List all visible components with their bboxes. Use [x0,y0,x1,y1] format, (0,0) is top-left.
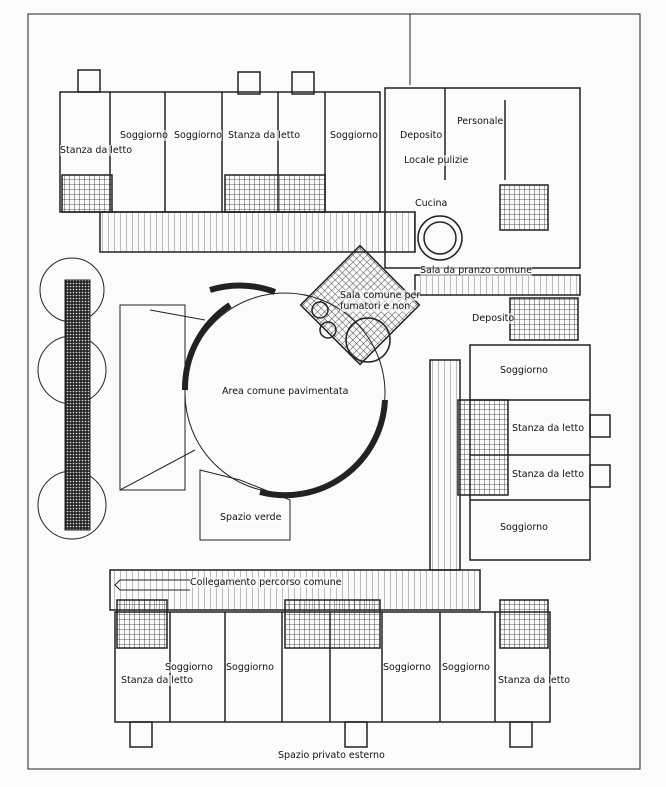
label-living-room: Soggiorno [226,662,274,673]
label-living-room: Soggiorno [383,662,431,673]
label-bedroom: Stanza da letto [512,423,585,434]
label-living-room: Soggiorno [500,522,548,533]
label-living-room: Soggiorno [500,365,548,376]
label-kitchen: Cucina [415,198,448,209]
label-cleaning-room: Locale pulizie [404,155,469,166]
label-living-room: Soggiorno [174,130,222,141]
label-bedroom: Stanza da letto [228,130,301,141]
label-living-room: Soggiorno [442,662,490,673]
trees [37,257,107,540]
label-dining-room: Sala da pranzo comune [420,265,532,276]
right-wing [457,297,611,561]
service-block [384,87,581,269]
label-bedroom: Stanza da letto [512,469,585,480]
label-bedroom: Stanza da letto [498,675,571,686]
label-storage: Deposito [472,313,515,324]
label-paved-area: Area comune pavimentata [222,386,349,397]
label-staff: Personale [457,116,504,127]
label-living-room: Soggiorno [165,662,213,673]
bottom-wing [114,599,551,748]
label-lounge: Sala comune per [340,290,421,301]
label-storage: Deposito [400,130,443,141]
label-living-room: Soggiorno [120,130,168,141]
label-green-space: Spazio verde [220,512,282,523]
top-wing [59,69,416,253]
label-private-outdoor: Spazio privato esterno [278,750,385,761]
label-bedroom: Stanza da letto [60,145,133,156]
label-lounge-2: fumatori e non [340,301,411,312]
label-common-path: Collegamento percorso comune [190,577,342,588]
label-bedroom: Stanza da letto [121,675,194,686]
label-living-room: Soggiorno [330,130,378,141]
site-border [27,13,641,770]
